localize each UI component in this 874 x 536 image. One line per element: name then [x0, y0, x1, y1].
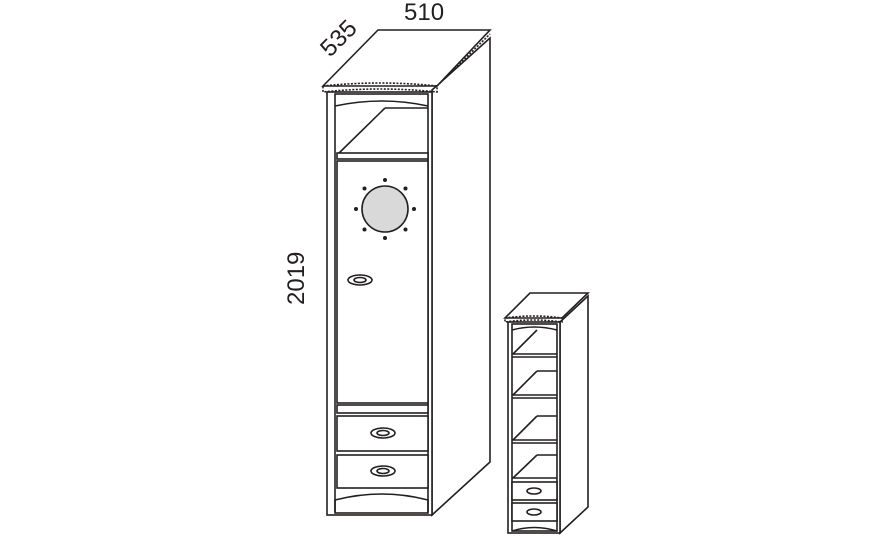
drawer-1[interactable]	[336, 415, 429, 452]
drawer-2[interactable]	[336, 454, 429, 489]
width-dimension: 510	[404, 0, 444, 26]
small-drawer-2[interactable]	[511, 502, 558, 522]
top-arch	[334, 100, 429, 107]
drawer-handle[interactable]	[370, 427, 396, 439]
shelf-unit-small	[503, 292, 590, 535]
wardrobe-top	[321, 29, 492, 87]
mirror-studs	[354, 178, 416, 240]
base-arch	[334, 493, 429, 512]
height-dimension: 2019	[283, 252, 310, 305]
shelf-unit-side	[559, 294, 589, 535]
mirror	[361, 185, 409, 233]
wardrobe-top-edge	[322, 82, 438, 93]
door-handle[interactable]	[347, 274, 373, 286]
shelf-unit-top	[503, 292, 590, 319]
wardrobe-side-panel	[431, 36, 491, 517]
small-drawer-1[interactable]	[511, 481, 558, 501]
drawer-handle[interactable]	[370, 465, 396, 477]
rail	[336, 404, 429, 414]
shelf	[336, 152, 429, 160]
shelves	[511, 326, 558, 479]
wardrobe-large	[321, 29, 492, 517]
